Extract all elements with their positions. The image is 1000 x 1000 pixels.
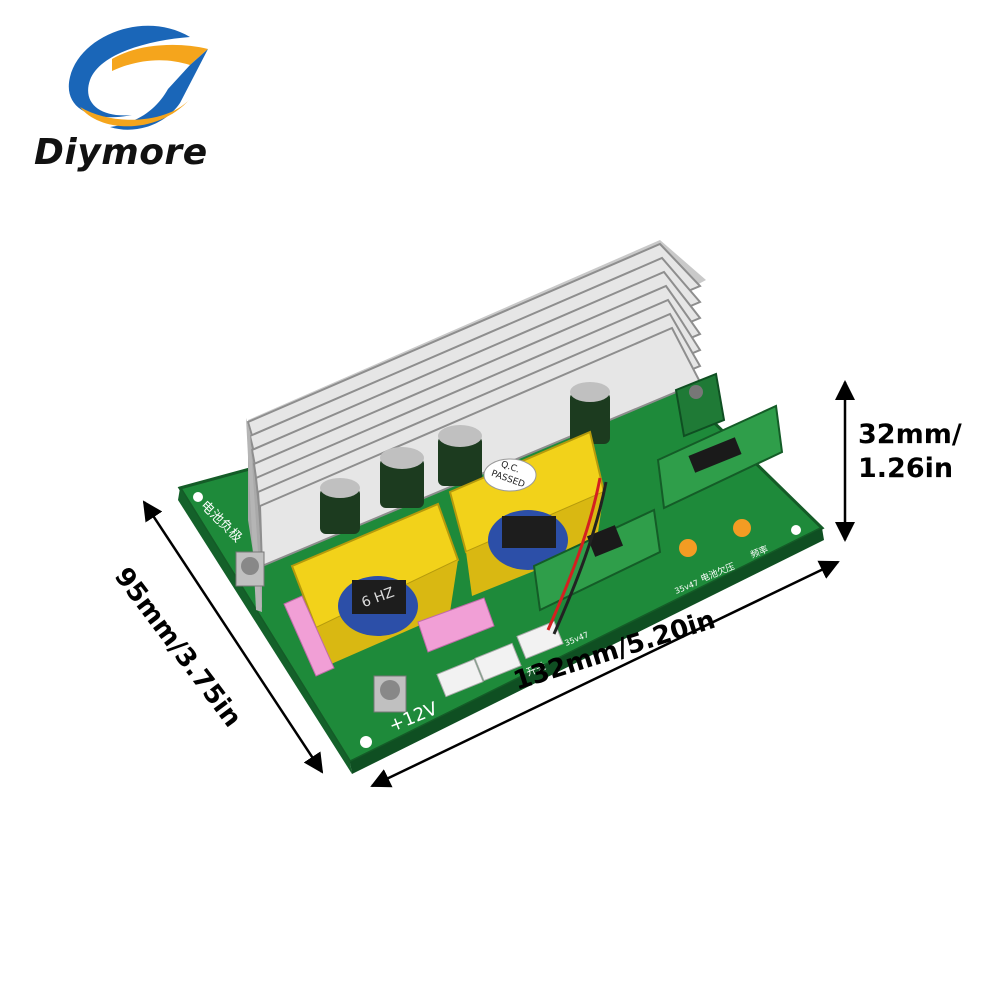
- brand-name: Diymore: [34, 132, 208, 173]
- trimpot-1: [679, 539, 697, 557]
- swoosh-logo-icon: [68, 25, 208, 130]
- height-line1: 32mm/: [858, 419, 962, 450]
- height-dimension-label: 32mm/ 1.26in: [858, 418, 962, 486]
- depth-arrow: [142, 500, 324, 774]
- trimpot-2: [733, 519, 751, 537]
- capacitors: [320, 382, 610, 534]
- height-line2: 1.26in: [858, 453, 954, 484]
- terminal-block: [674, 372, 726, 438]
- width-arrow: [370, 560, 840, 788]
